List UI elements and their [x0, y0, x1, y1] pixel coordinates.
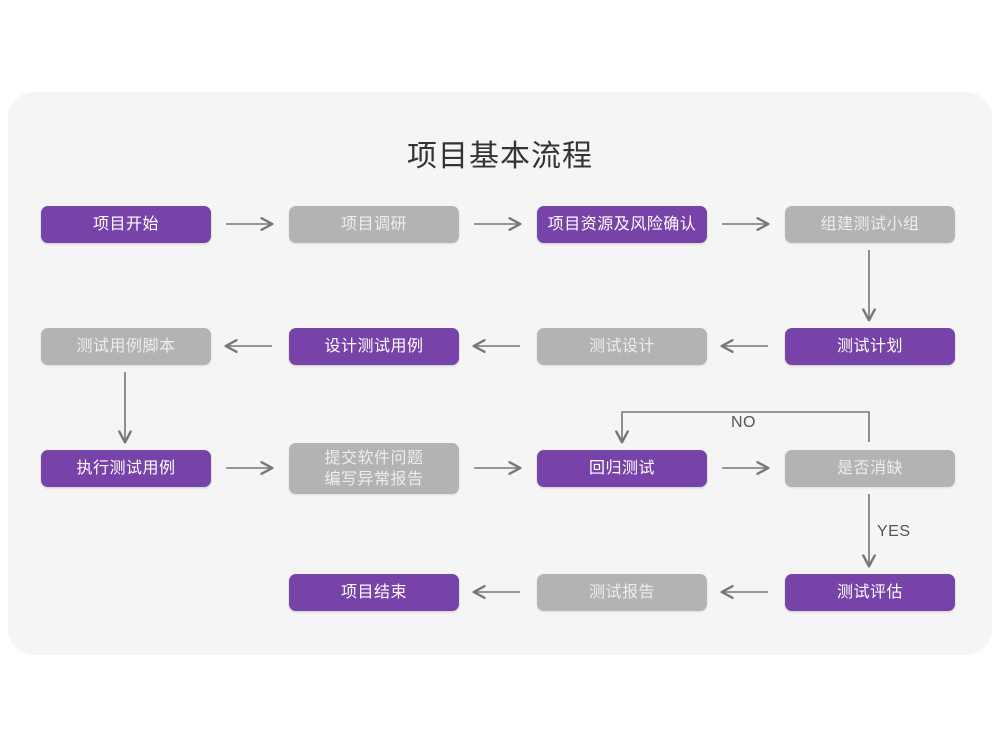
node-label: 回归测试 — [588, 460, 655, 477]
node-label: 执行测试用例 — [76, 460, 176, 477]
node-test-case-script[interactable]: 测试用例脚本 — [41, 328, 211, 365]
no-branch-label: NO — [731, 414, 756, 431]
node-label: 项目结束 — [340, 584, 407, 601]
node-label: 测试评估 — [836, 584, 903, 601]
node-label: 测试设计 — [588, 338, 655, 355]
node-project-research[interactable]: 项目调研 — [289, 206, 459, 243]
node-project-end[interactable]: 项目结束 — [289, 574, 459, 611]
node-label: 提交软件问题 编写异常报告 — [324, 449, 424, 488]
flowchart-card — [8, 92, 992, 655]
node-build-test-team[interactable]: 组建测试小组 — [785, 206, 955, 243]
node-label: 项目资源及风险确认 — [547, 216, 697, 233]
node-label: 测试计划 — [836, 338, 903, 355]
node-label: 设计测试用例 — [324, 338, 424, 355]
node-label: 测试报告 — [588, 584, 655, 601]
node-design-test-case[interactable]: 设计测试用例 — [289, 328, 459, 365]
node-execute-test-case[interactable]: 执行测试用例 — [41, 450, 211, 487]
node-test-design[interactable]: 测试设计 — [537, 328, 707, 365]
node-project-start[interactable]: 项目开始 — [41, 206, 211, 243]
node-defect-cleared[interactable]: 是否消缺 — [785, 450, 955, 487]
node-label: 项目调研 — [340, 216, 407, 233]
node-resource-risk[interactable]: 项目资源及风险确认 — [537, 206, 707, 243]
node-label: 组建测试小组 — [820, 216, 920, 233]
node-label: 是否消缺 — [836, 460, 903, 477]
node-test-report[interactable]: 测试报告 — [537, 574, 707, 611]
node-regression-test[interactable]: 回归测试 — [537, 450, 707, 487]
node-test-plan[interactable]: 测试计划 — [785, 328, 955, 365]
node-submit-bug-report[interactable]: 提交软件问题 编写异常报告 — [289, 443, 459, 494]
node-label: 测试用例脚本 — [76, 338, 176, 355]
node-test-evaluation[interactable]: 测试评估 — [785, 574, 955, 611]
yes-branch-label: YES — [877, 523, 911, 540]
node-label: 项目开始 — [92, 216, 159, 233]
page-title: 项目基本流程 — [407, 140, 593, 173]
